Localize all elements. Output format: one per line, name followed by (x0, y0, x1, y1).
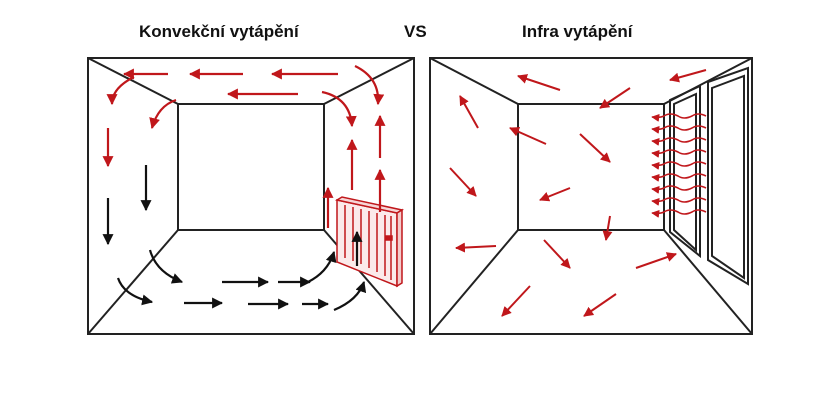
right-room-back-wall (517, 103, 665, 231)
left-room-outer-wall (87, 57, 415, 335)
infrared-room (429, 57, 753, 335)
infrared-heating-title: Infra vytápění (522, 22, 633, 41)
left-room-back-wall (177, 103, 325, 231)
window-icon (669, 66, 749, 286)
radiator-icon (334, 196, 405, 288)
cool-air-arrows (102, 165, 367, 312)
right-room-outer-wall (429, 57, 753, 335)
convection-room (87, 57, 415, 335)
versus-label: VS (404, 22, 427, 41)
convection-heating-title: Konvekční vytápění (139, 22, 299, 41)
infrared-panel-waves (651, 113, 707, 218)
warm-air-arrows (102, 65, 386, 228)
infrared-radiation-arrows (449, 69, 707, 317)
